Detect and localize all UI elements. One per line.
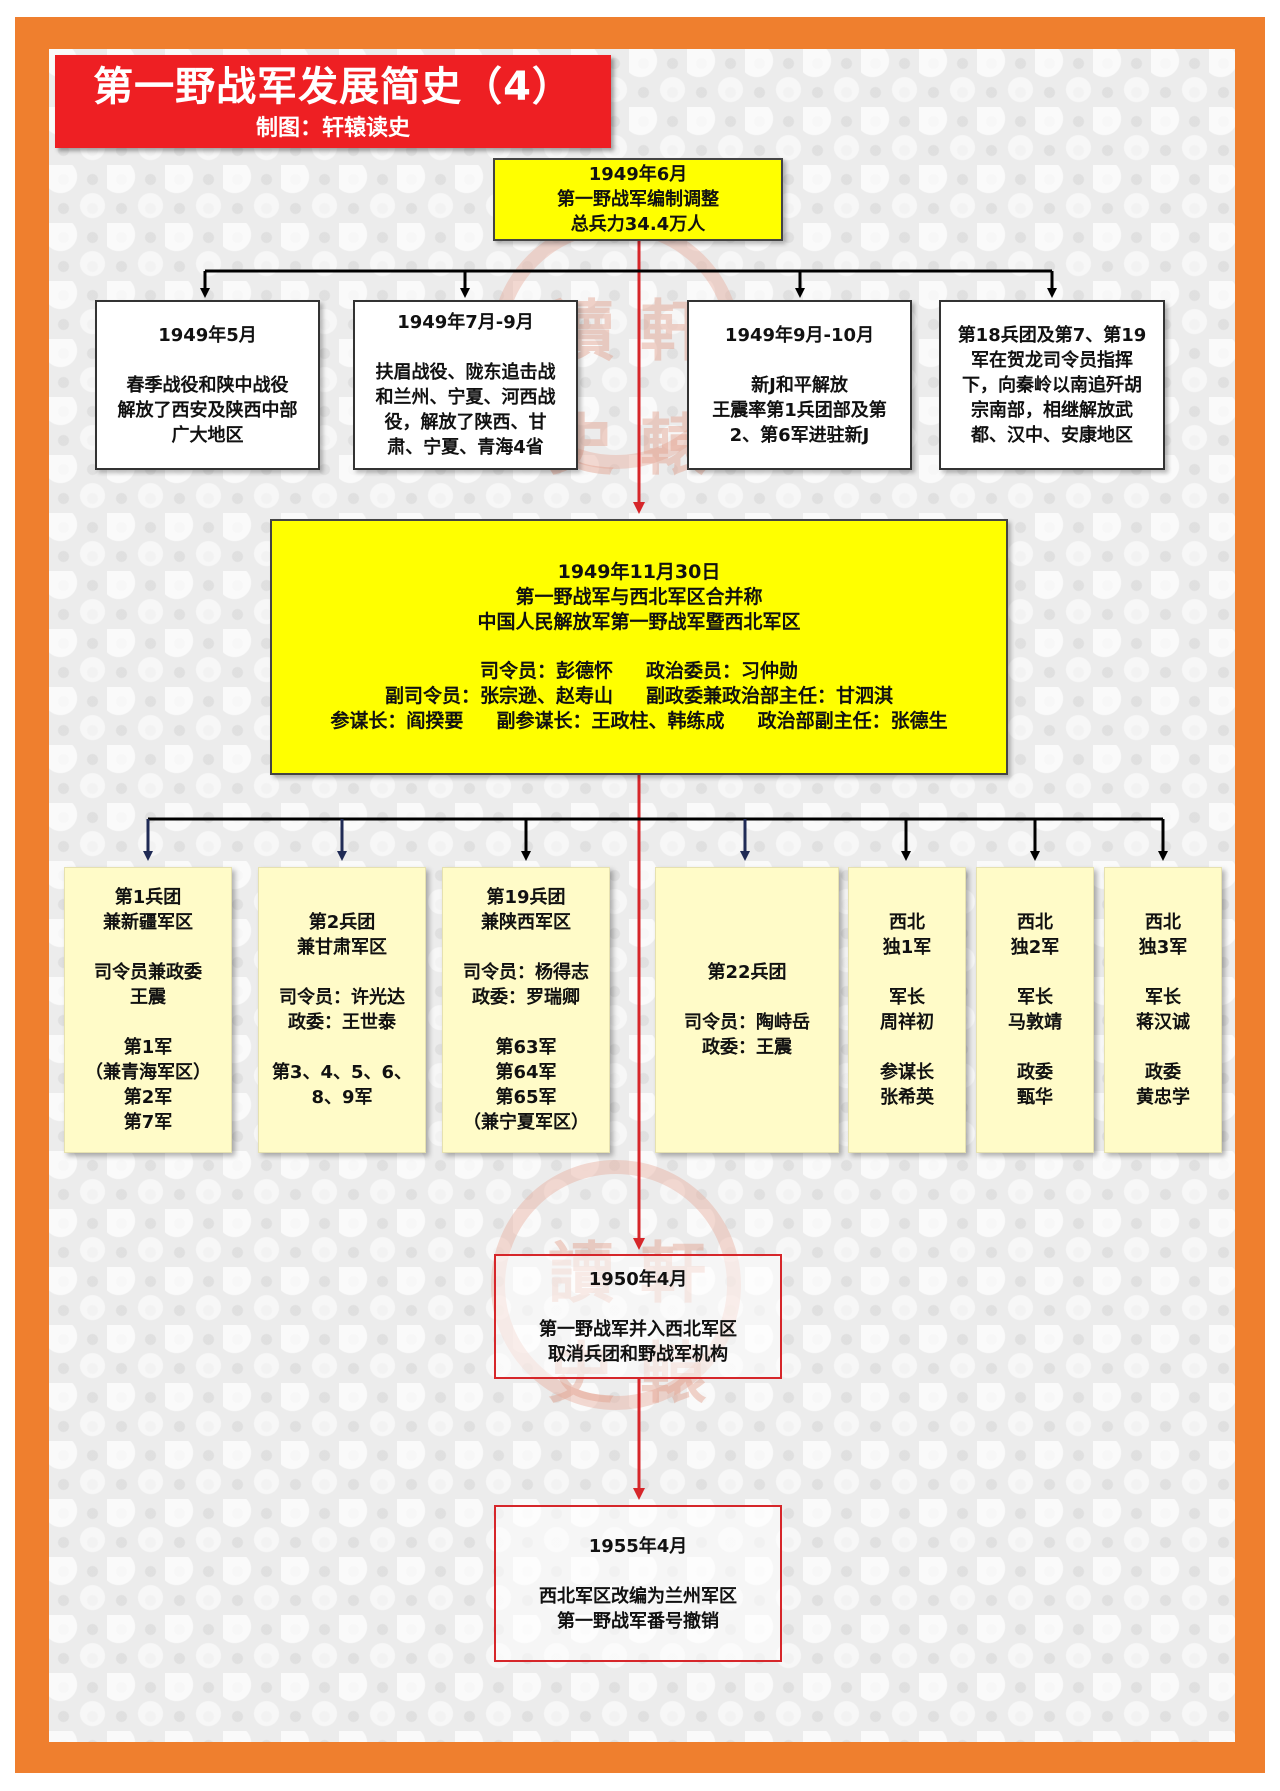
text-line: 政委：罗瑞卿 xyxy=(472,987,580,1008)
text-line: 扶眉战役、陇东追击战 xyxy=(375,362,556,383)
text-line: 军长 xyxy=(1145,987,1181,1008)
text-line: 1949年11月30日 xyxy=(557,561,721,583)
text-line: 第2军 xyxy=(123,1087,173,1108)
text-line: 8、9军 xyxy=(311,1087,373,1108)
text-line: 第64军 xyxy=(495,1062,557,1083)
text-line: 西北 xyxy=(1017,912,1053,933)
page-title: 第一野战军发展简史（4） xyxy=(93,64,573,110)
text-line: 军在贺龙司令员指挥 xyxy=(971,349,1133,371)
campaign-box: 第18兵团及第7、第19 军在贺龙司令员指挥下，向秦岭以南追歼胡宗南部，相继解放武… xyxy=(939,300,1165,470)
text-line: 黄忠学 xyxy=(1136,1087,1190,1108)
text-line: 1950年4月 xyxy=(588,1268,688,1290)
text-line: 1955年4月 xyxy=(588,1535,688,1557)
text-line: 副司令员：张宗逊、赵寿山 副政委兼政治部主任：甘泗淇 xyxy=(384,685,894,707)
text-line: 张希英 xyxy=(880,1087,934,1108)
unit-box: 第1兵团兼新疆军区司令员兼政委王震第1军 （兼青海军区） 第2军第7军 xyxy=(64,867,232,1153)
text-line: 独2军 xyxy=(1010,937,1060,958)
text-line: 西北 xyxy=(1145,912,1181,933)
text-line: 独1军 xyxy=(882,937,932,958)
text-line: 周祥初 xyxy=(880,1012,934,1033)
text-line: 政委：王世泰 xyxy=(288,1012,396,1033)
text-line: 第一野战军编制调整 xyxy=(557,189,719,210)
text-line: 第1兵团 xyxy=(114,887,182,908)
text-line: 兼新疆军区 xyxy=(103,912,193,933)
text-line: 兼甘肃军区 xyxy=(297,937,387,958)
text-line: 总兵力34.4万人 xyxy=(570,214,706,235)
text-line: 第一野战军番号撤销 xyxy=(557,1610,719,1632)
text-line: 政委 xyxy=(1145,1062,1181,1083)
text-line: 司令员兼政委 xyxy=(94,962,202,983)
text-line: 西北 xyxy=(889,912,925,933)
text-line: 司令员：杨得志 xyxy=(463,962,589,983)
text-line: 兼陕西军区 xyxy=(481,912,571,933)
text-line: 政委 xyxy=(1017,1062,1053,1083)
text-line: 1949年5月 xyxy=(158,324,257,346)
text-line: 中国人民解放军第一野战军暨西北军区 xyxy=(477,611,801,633)
unit-box: 第22兵团司令员：陶峙岳政委：王震 xyxy=(655,867,839,1153)
event-1955-box: 1955年4月西北军区改编为兰州军区第一野战军番号撤销 xyxy=(494,1505,782,1662)
text-line: 军长 xyxy=(889,987,925,1008)
text-line: 军长 xyxy=(1017,987,1053,1008)
text-line: 第一野战军与西北军区合并称 xyxy=(515,586,763,608)
text-line: 春季战役和陕中战役 xyxy=(126,374,289,396)
text-line: 取消兵团和野战军机构 xyxy=(548,1343,728,1365)
text-line: 王震 xyxy=(130,987,166,1008)
text-line: 第7军 xyxy=(123,1112,173,1133)
text-line: （兼青海军区） xyxy=(85,1062,211,1083)
text-line: 第2兵团 xyxy=(308,912,376,933)
text-line: 都、汉中、安康地区 xyxy=(971,424,1133,446)
text-line: 2、第6军进驻新J xyxy=(729,424,870,446)
text-line: 第3、4、5、6、 xyxy=(271,1062,413,1083)
text-line: 政委：王震 xyxy=(702,1037,792,1058)
text-line: 独3军 xyxy=(1138,937,1188,958)
text-line: 第18兵团及第7、第19 xyxy=(957,324,1147,346)
text-line: 第19兵团 xyxy=(486,887,566,908)
text-line: 和兰州、宁夏、河西战 xyxy=(375,387,556,408)
text-line: 1949年6月 xyxy=(588,164,688,185)
text-line: 广大地区 xyxy=(171,424,244,446)
text-line: 宗南部，相继解放武 xyxy=(971,399,1133,421)
campaign-box: 1949年5月春季战役和陕中战役解放了西安及陕西中部广大地区 xyxy=(95,300,320,470)
text-line: 1949年9月-10月 xyxy=(724,324,875,346)
unit-box: 第19兵团兼陕西军区司令员：杨得志政委：罗瑞卿第63军第64军第65军 （兼宁夏军… xyxy=(442,867,610,1153)
merger-leaders: 司令员：彭德怀 政治委员：习仲勋副司令员：张宗逊、赵寿山 副政委兼政治部主任：甘… xyxy=(330,659,947,734)
text-line: 王震率第1兵团部及第 xyxy=(712,399,887,421)
text-line: 第22兵团 xyxy=(707,962,787,983)
text-line: 司令员：彭德怀 政治委员：习仲勋 xyxy=(479,660,799,682)
event-1950-box: 1950年4月第一野战军并入西北军区取消兵团和野战军机构 xyxy=(494,1254,782,1379)
text-line: 1949年7月-9月 xyxy=(397,312,534,333)
merger-heading: 1949年11月30日第一野战军与西北军区合并称中国人民解放军第一野战军暨西北军… xyxy=(477,560,800,635)
text-line: 役，解放了陕西、甘 xyxy=(384,412,547,433)
text-line: 第63军 xyxy=(495,1037,557,1058)
title-banner: 第一野战军发展简史（4） 制图：轩辕读史 xyxy=(55,55,611,148)
text-line: 第1军 xyxy=(123,1037,173,1058)
text-line: 新J和平解放 xyxy=(751,374,848,396)
text-line: 解放了西安及陕西中部 xyxy=(117,399,298,421)
merger-box: 1949年11月30日第一野战军与西北军区合并称中国人民解放军第一野战军暨西北军… xyxy=(270,519,1008,775)
campaign-box: 1949年7月-9月扶眉战役、陇东追击战和兰州、宁夏、河西战役，解放了陕西、甘肃… xyxy=(353,300,578,470)
text-line: （兼宁夏军区） xyxy=(463,1112,589,1133)
text-line: 马敦靖 xyxy=(1008,1012,1062,1033)
text-line: 西北军区改编为兰州军区 xyxy=(539,1585,737,1607)
unit-box: 西北独1军军长周祥初参谋长张希英 xyxy=(848,867,966,1153)
text-line: 参谋长：阎揆要 副参谋长：王政柱、韩练成 政治部副主任：张德生 xyxy=(330,710,948,732)
text-line: 肃、宁夏、青海4省 xyxy=(387,437,544,458)
text-line: 第65军 xyxy=(495,1087,557,1108)
unit-box: 第2兵团兼甘肃军区司令员：许光达政委：王世泰第3、4、5、6、 8、9军 xyxy=(258,867,426,1153)
text-line: 司令员：许光达 xyxy=(279,987,405,1008)
unit-box: 西北独2军军长马敦靖政委甄华 xyxy=(976,867,1094,1153)
unit-box: 西北独3军军长蒋汉诚政委黄忠学 xyxy=(1104,867,1222,1153)
text-line: 司令员：陶峙岳 xyxy=(684,1012,810,1033)
campaign-box: 1949年9月-10月新J和平解放王震率第1兵团部及第 2、第6军进驻新J xyxy=(687,300,912,470)
text-line: 甄华 xyxy=(1017,1087,1053,1108)
text-line: 蒋汉诚 xyxy=(1136,1012,1190,1033)
page-subtitle: 制图：轩辕读史 xyxy=(255,116,410,141)
text-line: 第一野战军并入西北军区 xyxy=(539,1318,737,1340)
top-event-box: 1949年6月第一野战军编制调整总兵力34.4万人 xyxy=(493,158,783,241)
text-line: 下，向秦岭以南追歼胡 xyxy=(962,374,1142,396)
text-line: 参谋长 xyxy=(880,1062,934,1083)
